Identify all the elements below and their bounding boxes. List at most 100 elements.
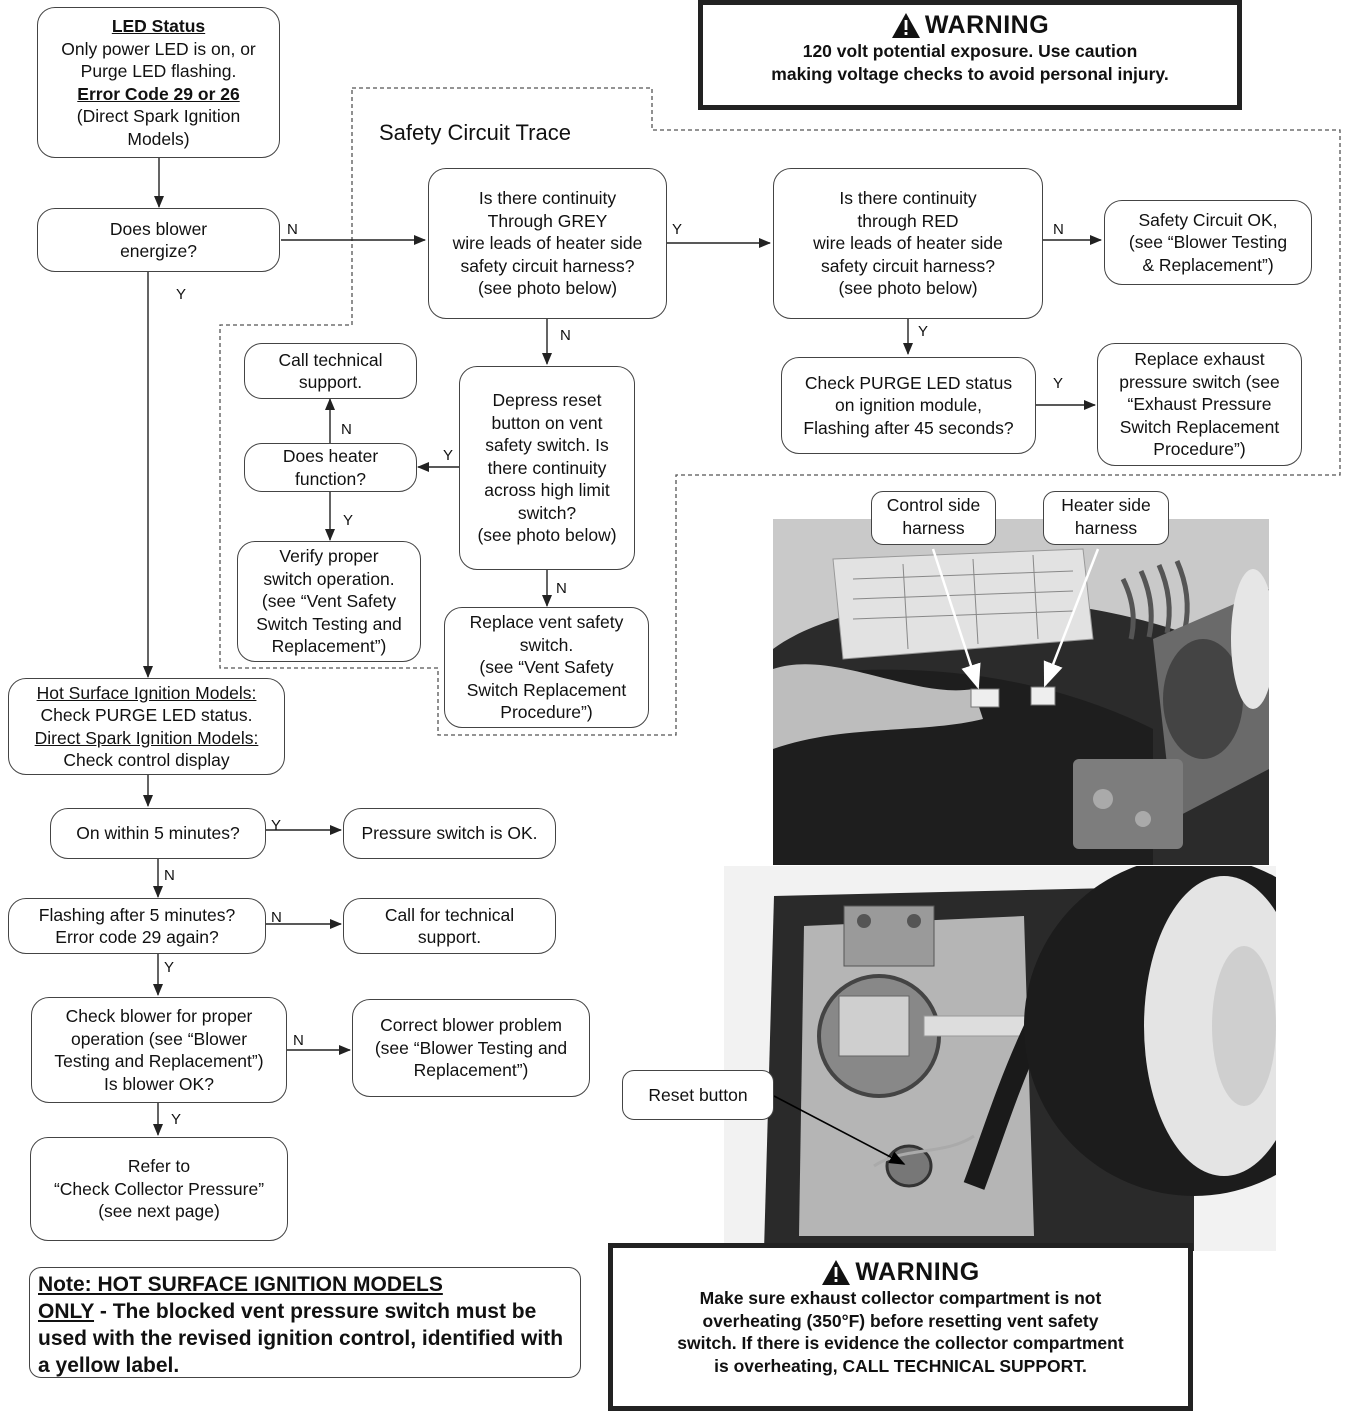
flashing-after-box: Flashing after 5 minutes? Error code 29 … — [8, 898, 266, 954]
box-text: function? — [294, 468, 367, 489]
box-text: safety circuit harness? — [460, 255, 635, 276]
led-status-box: LED Status Only power LED is on, or Purg… — [37, 7, 280, 158]
box-text: Check PURGE LED status. — [40, 705, 253, 725]
box-text: Through GREY — [487, 210, 608, 231]
box-text: Switch Replacement — [466, 679, 627, 700]
box-text: Call for technical — [384, 904, 515, 925]
branch-label-n: N — [271, 909, 282, 926]
branch-label-n: N — [164, 867, 175, 884]
purge-led-check-box: Check PURGE LED status on ignition modul… — [781, 357, 1036, 454]
warning-line: Make sure exhaust collector compartment … — [699, 1288, 1102, 1308]
callout-text: harness — [1074, 517, 1138, 538]
branch-label-y: Y — [918, 323, 929, 340]
box-text: Replacement”) — [413, 1060, 529, 1081]
branch-label-y: Y — [171, 1111, 182, 1128]
box-text: Replacement”) — [271, 636, 387, 657]
callout-text: Reset button — [648, 1084, 748, 1105]
box-text: safety switch. Is — [485, 435, 609, 456]
call-for-support-box: Call for technical support. — [343, 898, 556, 954]
overheating-warning: WARNING Make sure exhaust collector comp… — [608, 1243, 1193, 1411]
branch-label-y: Y — [443, 447, 454, 464]
harness-arrows — [931, 548, 1100, 690]
heater-function-box: Does heater function? — [244, 443, 417, 492]
box-text: there continuity — [487, 457, 607, 478]
box-text: Does blower — [109, 218, 208, 239]
box-text: “Exhaust Pressure — [1127, 394, 1272, 415]
branch-label-y: Y — [164, 959, 175, 976]
safety-circuit-ok-box: Safety Circuit OK, (see “Blower Testing … — [1104, 200, 1312, 285]
box-text: across high limit — [484, 480, 610, 501]
box-text: Switch Testing and — [256, 613, 402, 634]
box-text: (see “Blower Testing — [1128, 232, 1288, 253]
call-technical-support-box: Call technical support. — [244, 343, 417, 399]
box-text: (see photo below) — [838, 278, 978, 299]
box-text: (see “Vent Safety — [261, 591, 397, 612]
depress-reset-box: Depress reset button on vent safety swit… — [459, 366, 635, 570]
box-text: & Replacement”) — [1142, 254, 1274, 275]
box-text: (see photo below) — [477, 525, 617, 546]
led-status-heading: LED Status — [111, 16, 206, 36]
box-text: support. — [298, 372, 363, 392]
replace-exhaust-switch-box: Replace exhaust pressure switch (see “Ex… — [1097, 343, 1302, 466]
box-text: Replace vent safety — [469, 612, 624, 633]
box-text: Hot Surface Ignition Models: — [36, 682, 257, 703]
control-side-callout: Control side harness — [871, 491, 996, 545]
box-text: safety circuit harness? — [820, 255, 996, 276]
warning-title: WARNING — [855, 1258, 980, 1286]
box-text: Models) — [127, 128, 190, 149]
voltage-warning: WARNING 120 volt potential exposure. Use… — [698, 0, 1242, 110]
box-text: “Check Collector Pressure” — [53, 1178, 265, 1199]
heater-side-callout: Heater side harness — [1043, 491, 1169, 545]
note-prefix: Note: HOT SURFACE IGNITION MODELS — [38, 1273, 443, 1296]
box-text: Is blower OK? — [104, 1073, 214, 1094]
box-text: Is there continuity — [839, 188, 977, 209]
blower-energize-box: Does blower energize? — [37, 208, 280, 272]
box-text: button on vent — [491, 412, 603, 433]
harness-photo-drawing — [773, 519, 1269, 865]
box-text: wire leads of heater side — [813, 233, 1003, 254]
check-blower-box: Check blower for proper operation (see “… — [31, 997, 287, 1103]
box-text: pressure switch (see — [1119, 371, 1280, 392]
box-text: support. — [417, 927, 482, 947]
branch-label-n: N — [341, 421, 352, 438]
box-text: Correct blower problem — [380, 1015, 562, 1036]
box-text: Pressure switch is OK. — [361, 823, 538, 844]
branch-label-n: N — [560, 327, 571, 344]
box-text: (Direct Spark Ignition — [76, 106, 241, 126]
red-continuity-box: Is there continuity through RED wire lea… — [773, 168, 1043, 319]
note-text: - The blocked vent pressure switch must … — [38, 1300, 564, 1377]
box-text: (see “Blower Testing and — [374, 1037, 568, 1058]
hot-surface-ignition-box: Hot Surface Ignition Models: Check PURGE… — [8, 678, 285, 775]
box-text: Depress reset — [492, 390, 602, 411]
safety-circuit-region — [219, 87, 1341, 736]
box-text: Error code 29 again? — [55, 927, 219, 947]
reset-arrow — [773, 1095, 906, 1165]
box-text: on ignition module, — [835, 395, 982, 416]
branch-label-n: N — [287, 221, 298, 238]
box-text: Is there continuity — [478, 188, 617, 209]
harness-photo — [773, 519, 1269, 865]
box-text: switch operation. — [263, 568, 395, 589]
warning-line: 120 volt potential exposure. Use caution — [802, 41, 1138, 61]
box-text: Does heater — [282, 446, 379, 466]
branch-label-y: Y — [672, 221, 683, 238]
box-text: Only power LED is on, or — [61, 38, 256, 59]
box-text: Replace exhaust — [1134, 349, 1265, 370]
reset-button-photo — [724, 866, 1276, 1251]
box-text: Safety Circuit OK, — [1138, 209, 1278, 230]
verify-switch-box: Verify proper switch operation. (see “Ve… — [237, 541, 421, 662]
reset-button-callout: Reset button — [622, 1070, 774, 1120]
warning-line: is overheating, CALL TECHNICAL SUPPORT. — [714, 1355, 1087, 1376]
box-text: Flashing after 45 seconds? — [803, 417, 1014, 438]
branch-label-y: Y — [271, 817, 282, 834]
box-text: Direct Spark Ignition Models: — [34, 727, 259, 748]
box-text: Procedure”) — [1153, 439, 1246, 460]
box-text: (see photo below) — [477, 278, 618, 299]
callout-text: Heater side — [1061, 495, 1151, 515]
box-text: Check blower for proper — [65, 1006, 253, 1026]
warning-line: switch. If there is evidence the collect… — [677, 1333, 1124, 1353]
warning-icon — [891, 13, 920, 38]
replace-vent-switch-box: Replace vent safety switch. (see “Vent S… — [444, 607, 649, 728]
box-text: Check control display — [63, 750, 230, 770]
